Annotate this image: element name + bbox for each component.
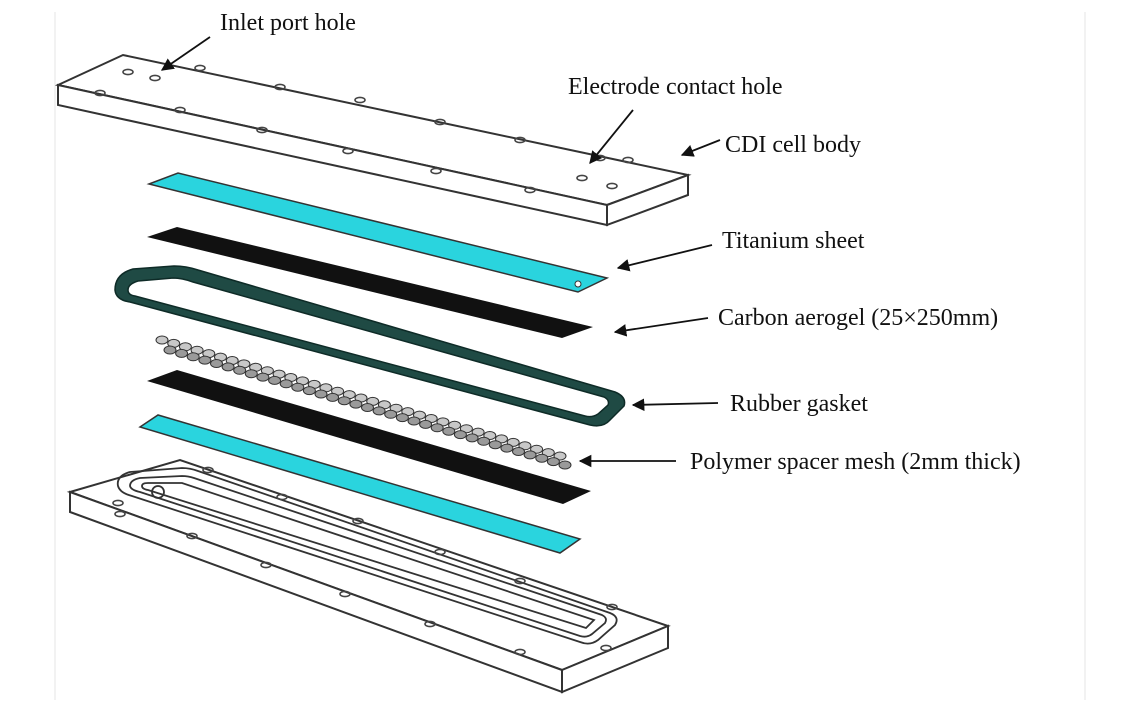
bolt-hole [186,532,198,540]
spacer-mesh-link [279,379,293,389]
bolt-hole [434,118,446,126]
spacer-mesh-link [221,362,235,372]
bolt-hole [622,156,634,164]
bolt-hole [202,466,214,474]
bolt-hole [524,186,536,194]
spacer-mesh-link [210,359,223,368]
bolt-hole [94,89,106,97]
carbon-aerogel-bottom [147,370,591,504]
callout-arrows [160,36,721,468]
spacer-mesh-link [546,457,560,467]
polymer-spacer-mesh [155,335,572,470]
bolt-hole [122,68,134,76]
spacer-mesh-link [477,436,491,446]
bolt-hole [514,648,526,656]
bolt-hole [606,182,618,190]
spacer-mesh-link [558,460,572,470]
spacer-mesh-link [186,352,200,362]
inlet-port-arrow [160,36,211,71]
bolt-hole [424,620,436,628]
spacer-mesh-link [349,399,363,409]
spacer-mesh-link [361,403,374,412]
spacer-mesh-link [291,382,305,392]
bolt-hole [576,174,588,182]
label-carbon-aerogel: Carbon aerogel (25×250mm) [718,305,998,331]
spacer-mesh-link [233,365,247,375]
bolt-hole [149,74,161,82]
spacer-mesh-link [500,443,514,453]
label-inlet-port-hole: Inlet port hole [220,10,356,36]
bolt-hole [276,493,288,501]
label-rubber-gasket: Rubber gasket [730,391,868,417]
bolt-hole [354,96,366,104]
spacer-mesh-link [407,416,421,426]
label-titanium-sheet: Titanium sheet [722,228,865,254]
titanium-sheet-bottom [138,414,582,554]
spacer-mesh-link [384,409,398,419]
spacer-mesh-link [198,355,212,365]
spacer-mesh-link [488,440,502,450]
bolt-hole [342,147,354,155]
bolt-hole [514,136,526,144]
bolt-hole [274,83,286,91]
bottom-plate-holes [112,466,618,656]
electrode-contact-arrow [589,109,634,164]
spacer-mesh-link [256,372,270,382]
spacer-mesh-link [175,348,189,358]
spacer-mesh-link [155,335,169,345]
label-electrode-contact-hole: Electrode contact hole [568,74,783,100]
spacer-mesh-link [314,389,328,399]
spacer-mesh-link [337,396,351,406]
bolt-hole [256,126,268,134]
spacer-mesh-link [302,386,316,396]
bolt-hole [434,548,446,556]
spacer-mesh-link [442,426,456,436]
cdi-cell-body-arrow [680,139,721,157]
spacer-mesh-link [453,430,467,440]
carbon-aerogel-arrow [613,317,709,337]
spacer-mesh-link [535,453,549,463]
spacer-mesh-link [326,392,340,402]
spacer-mesh-link [523,450,537,460]
cdi-cell-body-plate [54,53,692,227]
bolt-hole [606,603,618,611]
spacer-mesh-link [465,433,479,443]
bolt-hole [260,561,272,569]
label-cdi-cell-body: CDI cell body [725,132,861,158]
rubber-gasket [114,265,626,427]
bolt-hole [114,510,126,518]
rubber-gasket-arrow [631,398,719,412]
titanium-sheet-top [146,172,610,293]
bolt-hole [112,499,124,507]
titanium-sheet-contact-hole [574,280,582,288]
bolt-hole [514,577,526,585]
bolt-hole [352,517,364,525]
flow-channel [116,467,618,645]
spacer-mesh-link [395,413,409,423]
titanium-sheet-arrow [616,244,713,272]
carbon-aerogel-top [147,227,593,338]
spacer-mesh-link [244,369,258,379]
bolt-hole [194,64,206,72]
bolt-hole [430,167,442,175]
spacer-mesh-link [512,447,525,456]
bolt-hole [339,590,351,598]
label-polymer-spacer-mesh: Polymer spacer mesh (2mm thick) [690,449,1021,475]
bolt-hole [174,106,186,114]
spacer-mesh-link [372,406,386,416]
spacer-mesh-link [430,423,444,433]
bolt-hole [600,644,612,652]
spacer-mesh-link [163,345,177,355]
spacer-mesh-link [268,375,282,385]
spacer-mesh-link [419,419,433,429]
